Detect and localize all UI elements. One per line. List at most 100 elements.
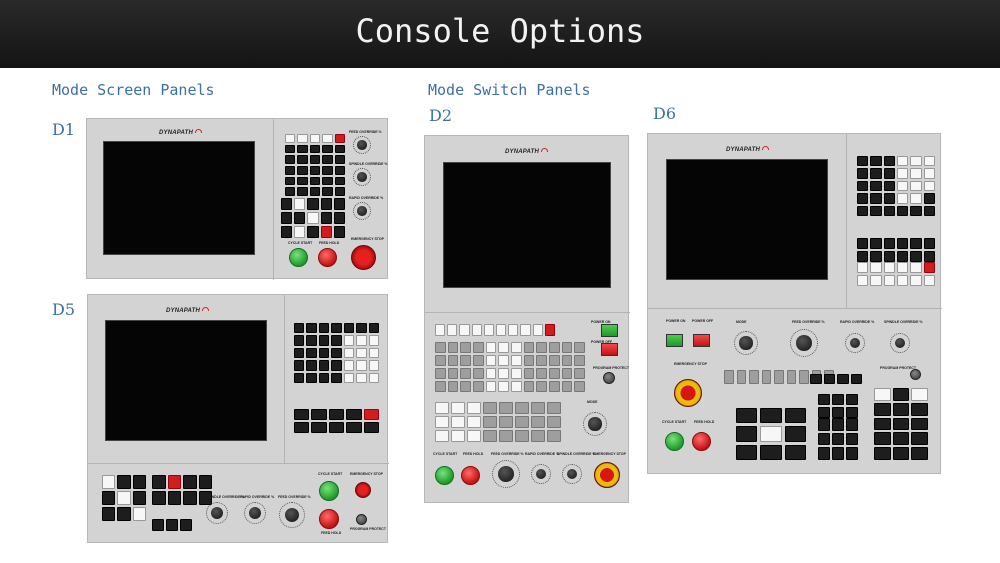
- function-key[interactable]: [294, 422, 310, 433]
- keypad-key[interactable]: [285, 165, 296, 175]
- keypad-key[interactable]: [285, 176, 296, 186]
- keypad-key[interactable]: [447, 368, 459, 379]
- jog-key[interactable]: [760, 408, 782, 424]
- jog-key[interactable]: [435, 430, 449, 442]
- rapid-override-knob[interactable]: [353, 202, 371, 220]
- keypad-key[interactable]: [309, 144, 321, 154]
- keypad-key[interactable]: [318, 347, 330, 359]
- axis-key[interactable]: [786, 370, 797, 384]
- coolant-key[interactable]: [846, 407, 858, 418]
- function-key[interactable]: [307, 212, 319, 224]
- axis-key[interactable]: [724, 370, 734, 384]
- keypad-key[interactable]: [473, 368, 484, 379]
- keypad-key[interactable]: [343, 347, 355, 359]
- keypad-key[interactable]: [536, 381, 547, 392]
- function-key[interactable]: [883, 251, 895, 262]
- keypad-key[interactable]: [368, 360, 379, 371]
- jog-key[interactable]: [132, 507, 146, 521]
- keypad-key[interactable]: [485, 381, 497, 392]
- softkey[interactable]: [896, 275, 909, 286]
- keypad-key[interactable]: [485, 342, 497, 353]
- jog-key[interactable]: [547, 430, 561, 442]
- keypad-key[interactable]: [561, 355, 573, 366]
- keypad-key[interactable]: [536, 355, 547, 366]
- coolant-key[interactable]: [832, 407, 844, 418]
- keypad-key[interactable]: [523, 342, 535, 353]
- power-off-button[interactable]: [601, 343, 618, 356]
- keypad-key[interactable]: [857, 168, 869, 179]
- keypad-key[interactable]: [309, 165, 321, 175]
- keypad-key[interactable]: [511, 368, 522, 379]
- aux-key[interactable]: [892, 388, 910, 401]
- aux-key[interactable]: [892, 447, 910, 460]
- keypad-key[interactable]: [309, 155, 321, 164]
- aux-key[interactable]: [874, 432, 891, 446]
- keypad-key[interactable]: [574, 368, 585, 379]
- program-protect-key[interactable]: [603, 372, 615, 384]
- mode-selector-knob[interactable]: [583, 412, 607, 436]
- keypad-key[interactable]: [447, 355, 459, 366]
- keypad-key[interactable]: [368, 323, 379, 334]
- jog-key[interactable]: [515, 416, 529, 428]
- keypad-key[interactable]: [368, 347, 379, 359]
- function-key[interactable]: [857, 251, 869, 262]
- feed-hold-button[interactable]: [318, 248, 337, 267]
- keypad-key[interactable]: [343, 372, 355, 383]
- keypad-key[interactable]: [297, 176, 308, 186]
- jog-key[interactable]: [451, 430, 465, 442]
- jog-key[interactable]: [483, 416, 497, 428]
- keypad-key[interactable]: [322, 134, 333, 143]
- keypad-key[interactable]: [285, 187, 296, 196]
- mode-key[interactable]: [183, 475, 197, 489]
- feed-hold-button[interactable]: [461, 466, 480, 485]
- softkey[interactable]: [435, 324, 446, 336]
- function-key[interactable]: [294, 409, 310, 420]
- aux-key[interactable]: [911, 447, 928, 460]
- jog-key[interactable]: [760, 444, 782, 460]
- jog-key[interactable]: [531, 402, 545, 414]
- keypad-key[interactable]: [896, 193, 909, 204]
- jog-key[interactable]: [102, 475, 116, 489]
- jog-key[interactable]: [736, 408, 758, 424]
- keypad-key[interactable]: [896, 156, 909, 167]
- keypad-key[interactable]: [306, 347, 317, 359]
- keypad-key[interactable]: [285, 155, 296, 164]
- function-key[interactable]: [910, 251, 922, 262]
- softkey[interactable]: [508, 324, 519, 336]
- keypad-key[interactable]: [870, 193, 882, 204]
- coolant-key[interactable]: [818, 394, 830, 405]
- aux-key[interactable]: [874, 388, 891, 401]
- keypad-key[interactable]: [883, 193, 895, 204]
- keypad-key[interactable]: [306, 360, 317, 371]
- keypad-key[interactable]: [294, 347, 305, 359]
- spindle-key[interactable]: [846, 447, 858, 460]
- keypad-key[interactable]: [511, 381, 522, 392]
- softkey[interactable]: [896, 262, 909, 273]
- keypad-key[interactable]: [334, 155, 345, 164]
- spindle-key[interactable]: [818, 418, 830, 431]
- aux-key[interactable]: [892, 417, 910, 431]
- function-key[interactable]: [333, 198, 345, 210]
- tool-key[interactable]: [837, 374, 849, 384]
- function-key[interactable]: [281, 226, 293, 238]
- feed-override-knob[interactable]: [279, 502, 305, 528]
- keypad-key[interactable]: [334, 176, 345, 186]
- keypad-key[interactable]: [322, 176, 333, 186]
- aux-key[interactable]: [874, 402, 891, 416]
- mode-key[interactable]: [198, 491, 212, 505]
- keypad-key[interactable]: [923, 156, 935, 167]
- tool-key[interactable]: [823, 374, 835, 384]
- keypad-key[interactable]: [910, 205, 922, 216]
- cycle-start-button[interactable]: [435, 466, 454, 485]
- keypad-key[interactable]: [435, 355, 446, 366]
- jog-key[interactable]: [117, 491, 131, 505]
- keypad-key[interactable]: [870, 168, 882, 179]
- axis-key[interactable]: [749, 370, 759, 384]
- keypad-key[interactable]: [561, 368, 573, 379]
- keypad-key[interactable]: [331, 360, 342, 371]
- jog-key[interactable]: [102, 507, 116, 521]
- power-on-button[interactable]: [666, 334, 683, 347]
- keypad-key[interactable]: [285, 134, 296, 143]
- jog-key[interactable]: [547, 402, 561, 414]
- jog-key[interactable]: [784, 444, 806, 460]
